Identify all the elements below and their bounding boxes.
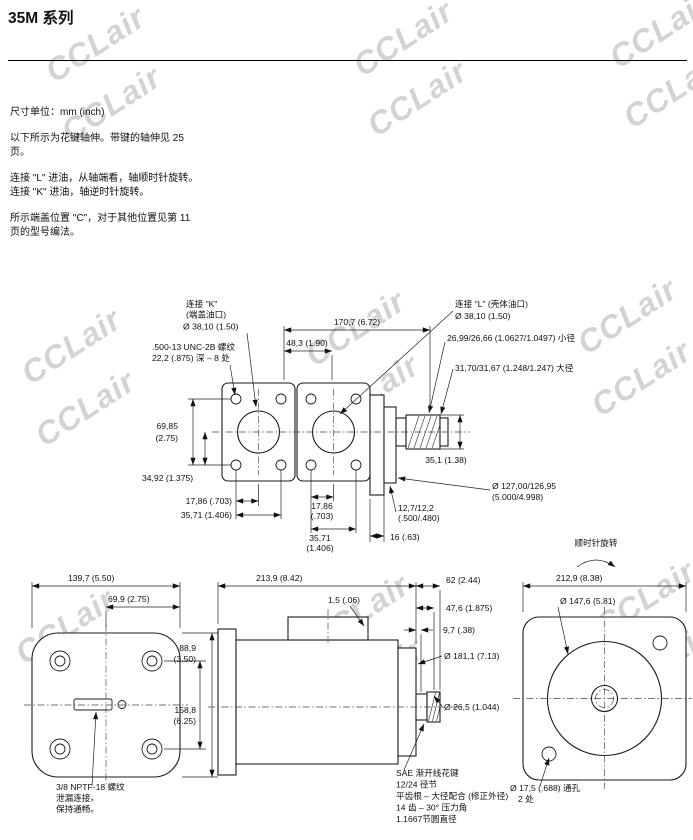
bottom-middle-view: 213,9 (8.42) 1,5 (.06) 62 (2.44) 47,6 (1… bbox=[208, 573, 508, 824]
dim-158-8: 158,8 bbox=[174, 705, 196, 715]
mount-plate bbox=[217, 628, 237, 776]
spline-circle bbox=[595, 689, 614, 708]
dim-35-71-a: 35,71 (1.406) bbox=[181, 510, 232, 520]
dim-147-6: Ø 147,6 (5.81) bbox=[560, 596, 616, 606]
port-k-label: (端盖油口) bbox=[186, 309, 226, 320]
dim-35-71-b: (1.406) bbox=[306, 543, 333, 553]
shaft-end bbox=[590, 684, 619, 713]
rotation-label: 顺时针旋转 bbox=[575, 537, 618, 548]
pilot-dia: Ø 127,00/126,95 bbox=[492, 481, 556, 491]
header-divider bbox=[8, 60, 687, 61]
spline-note: 1.1667节圆直径 bbox=[396, 813, 457, 824]
dim-12-7: (.500/.480) bbox=[398, 513, 440, 523]
spline-note: 14 齿 – 30° 压力角 bbox=[396, 802, 467, 813]
bolt-hole bbox=[652, 635, 668, 651]
dim-1-5: 1,5 (.06) bbox=[328, 595, 360, 605]
dim-62: 62 (2.44) bbox=[446, 575, 481, 585]
dim-48-3: 48,3 (1.90) bbox=[286, 338, 328, 348]
leak-note: 保持通畅。 bbox=[56, 803, 99, 814]
dim-35-1: 35,1 (1.38) bbox=[425, 455, 467, 465]
units-note: 尺寸单位：mm (inch) bbox=[10, 107, 105, 118]
dim-158-8: (6.25) bbox=[174, 716, 197, 726]
thread-note: .500-13 UNC-2B 螺纹 bbox=[152, 341, 236, 352]
dim-17-86-b: (.703) bbox=[311, 511, 334, 521]
spline-minor-dia: 26,99/26,66 (1.0627/1.0497) 小径 bbox=[447, 332, 575, 343]
dim-9-7: 9,7 (.38) bbox=[443, 625, 475, 635]
spline-note: SAE 渐开线花键 bbox=[396, 767, 459, 778]
dim-16: 16 (.63) bbox=[390, 532, 420, 542]
dim-69-85: 69,85 bbox=[156, 421, 178, 431]
dim-69-85: (2.75) bbox=[156, 433, 179, 443]
page-title: 35M 系列 bbox=[8, 10, 74, 27]
note-line: 页。 bbox=[10, 147, 30, 158]
spline-major-dia: 31,70/31,67 (1.248/1.247) 大径 bbox=[455, 362, 574, 373]
note-line: 页的型号编法。 bbox=[10, 227, 80, 238]
note-line: 连接 "L" 进油，从轴端看，轴顺时针旋转。 bbox=[10, 173, 199, 184]
note-line: 所示端盖位置 "C"，对于其他位置见第 11 bbox=[10, 213, 191, 224]
port-k-label: 连接 "K" bbox=[186, 298, 217, 309]
dim-17-86-b: 17,86 bbox=[311, 501, 333, 511]
dim-181-1: Ø 181,1 (7.13) bbox=[444, 651, 500, 661]
leak-note: 3/8 NPTF-18 螺纹 bbox=[56, 781, 125, 792]
thread-note: 22,2 (.875) 深 – 8 处 bbox=[152, 352, 230, 363]
spline-note: 12/24 径节 bbox=[396, 779, 437, 790]
dim-12-7: 12,7/12,2 bbox=[398, 503, 434, 513]
dim-47-6: 47,6 (1.875) bbox=[446, 603, 492, 613]
port-k-size: Ø 38,10 (1.50) bbox=[183, 322, 239, 332]
dim-17-86-a: 17,86 (.703) bbox=[186, 496, 232, 506]
dim-34-92: 34,92 (1.375) bbox=[142, 473, 193, 483]
bottom-left-dimensions bbox=[31, 582, 218, 787]
note-line: 以下所示为花键轴伸。带键的轴伸见 25 bbox=[10, 133, 184, 144]
notes-block: 尺寸单位：mm (inch) 以下所示为花键轴伸。带键的轴伸见 25 页。 连接… bbox=[10, 106, 330, 240]
top-dimensions bbox=[188, 310, 616, 568]
hole-note: Ø 17,5 (.688) 通孔 bbox=[510, 783, 581, 793]
pump-body bbox=[235, 639, 399, 765]
pilot-dia: (5.000/4.998) bbox=[492, 492, 543, 502]
drain-slot bbox=[73, 698, 113, 711]
dim-213-9: 213,9 (8.42) bbox=[256, 573, 302, 583]
bottom-right-dimensions bbox=[522, 582, 687, 787]
dim-35-71-b: 35,71 bbox=[309, 533, 331, 543]
port-l-label: 连接 "L" (壳体油口) bbox=[455, 298, 528, 309]
dim-139-7: 139,7 (5.50) bbox=[68, 573, 114, 583]
mounting-flange bbox=[369, 394, 385, 496]
bottom-right-view: 212,9 (8.38) Ø 147,6 (5.81) Ø 17,5 (.688… bbox=[510, 573, 692, 804]
pilot-boss bbox=[383, 406, 397, 484]
dim-170-7: 170,7 (6.72) bbox=[334, 317, 380, 327]
hole-note: 2 处 bbox=[518, 793, 534, 804]
dim-26-5: Ø 26,5 (1.044) bbox=[444, 702, 500, 712]
bottom-left-view: 139,7 (5.50) 69,9 (2.75) 88,9 (3.50) 158… bbox=[24, 573, 218, 814]
top-view: 连接 "K" (端盖油口) Ø 38,10 (1.50) .500-13 UNC… bbox=[142, 298, 618, 568]
port-l-size: Ø 38,10 (1.50) bbox=[455, 311, 511, 321]
dim-88-9: 88,9 bbox=[179, 643, 196, 653]
leak-note: 泄漏连接。 bbox=[56, 792, 99, 803]
dim-69-9: 69,9 (2.75) bbox=[108, 594, 150, 604]
dim-88-9: (3.50) bbox=[174, 654, 197, 664]
note-line: 连接 "K" 进油，轴逆时针旋转。 bbox=[10, 187, 150, 198]
bottom-middle-dimensions bbox=[217, 582, 443, 771]
spline-note: 平齿根 – 大径配合 (修正外径) bbox=[396, 790, 508, 801]
end-cover bbox=[397, 647, 417, 757]
dim-212-9: 212,9 (8.38) bbox=[556, 573, 602, 583]
